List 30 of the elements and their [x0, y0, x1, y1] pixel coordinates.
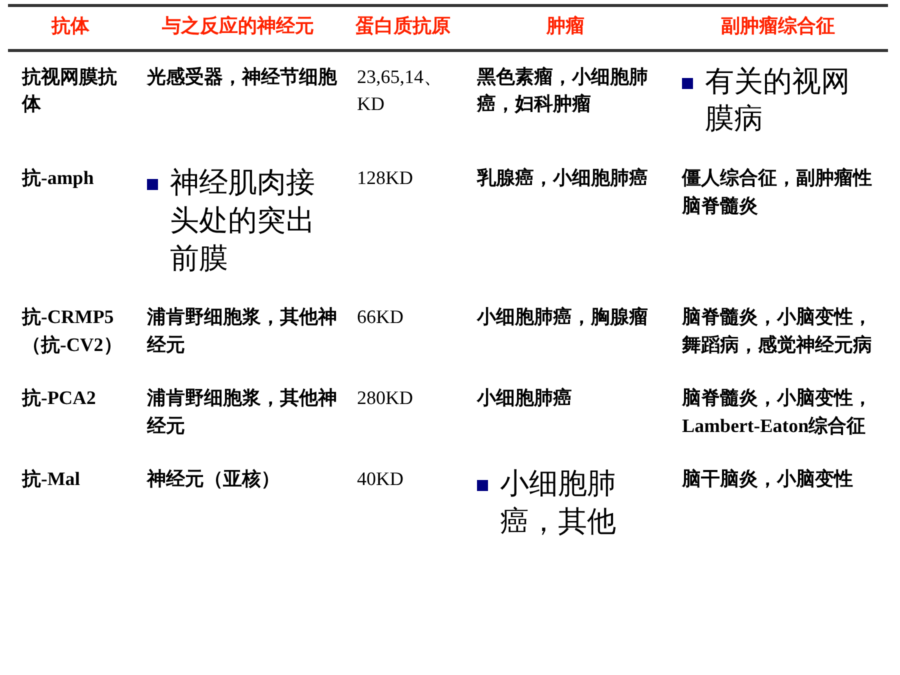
table-cell-text: 浦肯野细胞浆，其他神经元 [147, 306, 337, 358]
table-cell-text: 脑脊髓炎，小脑变性，舞蹈病，感觉神经元病 [682, 306, 873, 358]
table-cell-text: 23,65,14、KD [357, 66, 444, 118]
table-cell-text: 黑色素瘤，小细胞肺癌，妇科肿瘤 [477, 66, 649, 118]
table-cell-text: 僵人综合征，副肿瘤性脑脊髓炎 [682, 166, 873, 219]
table-cell-text: 抗-amph [22, 167, 94, 192]
column-header: 与之反应的神经元 [133, 6, 343, 50]
column-header: 肿瘤 [463, 6, 668, 50]
table-cell-text: 小细胞肺癌，其他 [500, 467, 617, 540]
table-cell-text: 神经肌肉接头处的突出前膜 [170, 166, 316, 276]
table-cell-text: 光感受器，神经节细胞 [147, 66, 337, 90]
column-header: 副肿瘤综合征 [668, 6, 888, 50]
column-header: 抗体 [8, 6, 133, 50]
table-cell-text: 抗视网膜抗体 [22, 66, 118, 118]
table-cell-text: 小细胞肺癌 [477, 386, 572, 412]
table-cell-text: 抗-CRMP5（抗-CV2） [22, 306, 124, 358]
table-cell-text: 有关的视网膜病 [705, 64, 851, 138]
table-cell-text: 小细胞肺癌，胸腺瘤 [477, 306, 648, 330]
table-cell-text: 40KD [357, 468, 404, 492]
table-cell-text: 神经元（亚核） [147, 468, 280, 492]
table-cell-text: 66KD [357, 306, 404, 330]
table-cell-text: 抗-PCA2 [22, 387, 96, 412]
table-cell-text: 脑干脑炎，小脑变性 [682, 468, 853, 492]
table-cell-text: 抗-Mal [22, 468, 80, 492]
table-cell-text: 脑脊髓炎，小脑变性，Lambert-Eaton综合征 [682, 386, 873, 439]
table-cell-text: 乳腺癌，小细胞肺癌 [477, 166, 648, 192]
table-cell-text: 128KD [357, 167, 413, 192]
table-cell-text: 浦肯野细胞浆，其他神经元 [147, 387, 337, 439]
table-cell-text: 280KD [357, 387, 413, 412]
column-header: 蛋白质抗原 [343, 6, 463, 50]
